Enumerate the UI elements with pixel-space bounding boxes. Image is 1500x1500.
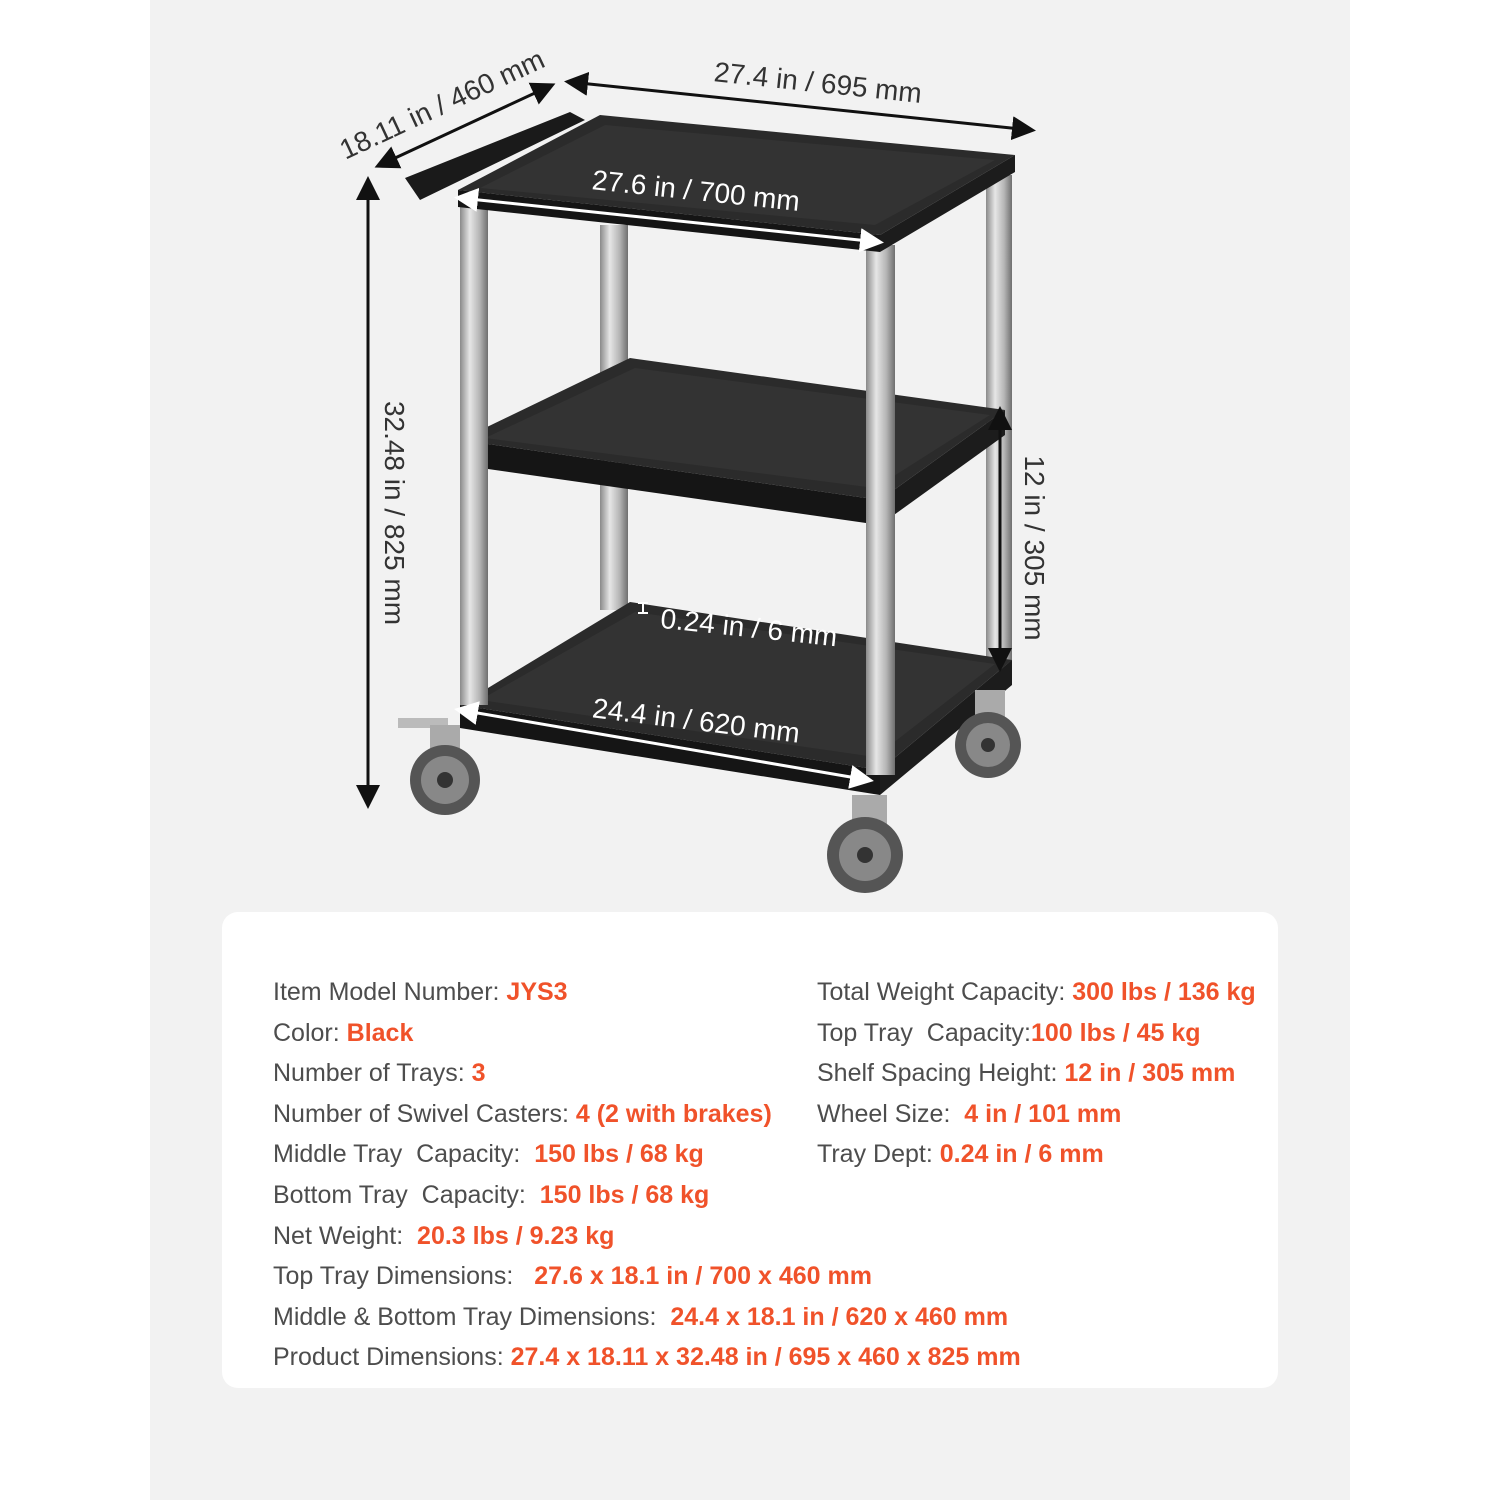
- spec-label: Middle Tray Capacity:: [273, 1140, 535, 1169]
- height-label: 32.48 in / 825 mm: [379, 401, 410, 625]
- spec-label: Number of Trays:: [273, 1059, 472, 1088]
- depth-arrow: [374, 82, 556, 169]
- spec-label: Net Weight:: [273, 1221, 418, 1250]
- spec-value: 4 (2 with brakes): [575, 1099, 772, 1128]
- spec-label: Wheel Size:: [817, 1099, 965, 1128]
- spec-value: Black: [346, 1018, 414, 1047]
- spec-row: Number of Swivel Casters: 4 (2 with brak…: [273, 1099, 772, 1129]
- spec-value: 0.24 in / 6 mm: [939, 1140, 1104, 1169]
- cart-diagram: 18.11 in / 460 mm 27.4 in / 695 mm 27.6 …: [335, 43, 1050, 893]
- spec-row: Net Weight: 20.3 lbs / 9.23 kg: [273, 1221, 614, 1251]
- spec-row: Item Model Number: JYS3: [273, 977, 568, 1007]
- spec-value: 4 in / 101 mm: [964, 1099, 1122, 1128]
- caster-front-left: [398, 718, 480, 815]
- spec-row: Top Tray Capacity:100 lbs / 45 kg: [817, 1018, 1201, 1048]
- spec-value: 20.3 lbs / 9.23 kg: [417, 1221, 615, 1250]
- spec-value: 27.4 x 18.11 x 32.48 in / 695 x 460 x 82…: [510, 1343, 1021, 1372]
- spec-label: Shelf Spacing Height:: [817, 1059, 1065, 1088]
- spec-value: 27.6 x 18.1 in / 700 x 460 mm: [534, 1262, 872, 1291]
- spec-value: 12 in / 305 mm: [1064, 1059, 1236, 1088]
- spec-row: Top Tray Dimensions: 27.6 x 18.1 in / 70…: [273, 1261, 872, 1291]
- spec-value: 24.4 x 18.1 in / 620 x 460 mm: [670, 1302, 1009, 1331]
- spec-value: 150 lbs / 68 kg: [534, 1140, 704, 1169]
- spec-label: Total Weight Capacity:: [817, 978, 1073, 1006]
- post-front-right: [866, 245, 895, 775]
- spec-row: Total Weight Capacity: 300 lbs / 136 kg: [817, 977, 1256, 1007]
- spec-label: Tray Dept:: [817, 1140, 940, 1169]
- spec-label: Bottom Tray Capacity:: [273, 1181, 540, 1209]
- spec-label: Number of Swivel Casters:: [273, 1099, 576, 1128]
- spec-row: Middle & Bottom Tray Dimensions: 24.4 x …: [273, 1302, 1008, 1332]
- post-front-left: [460, 200, 488, 705]
- spec-label: Product Dimensions:: [273, 1343, 511, 1372]
- caster-front-right: [827, 795, 903, 893]
- spec-value: 100 lbs / 45 kg: [1030, 1018, 1201, 1047]
- spec-row: Middle Tray Capacity: 150 lbs / 68 kg: [273, 1139, 704, 1169]
- spec-label: Top Tray Dimensions:: [273, 1262, 535, 1291]
- spec-row: Tray Dept: 0.24 in / 6 mm: [817, 1139, 1104, 1169]
- spec-value: 3: [471, 1059, 486, 1088]
- spec-row: Number of Trays: 3: [273, 1058, 486, 1088]
- spec-value: JYS3: [506, 978, 568, 1006]
- middle-tray: [460, 358, 1005, 525]
- spec-value: 150 lbs / 68 kg: [539, 1181, 710, 1209]
- spec-row: Wheel Size: 4 in / 101 mm: [817, 1099, 1121, 1129]
- tray-depth-marker: [638, 602, 648, 614]
- spec-label: Middle & Bottom Tray Dimensions:: [273, 1302, 671, 1331]
- overall-width-arrow: [564, 71, 1036, 141]
- spec-label: Item Model Number:: [273, 978, 507, 1006]
- spec-label: Top Tray Capacity:: [817, 1018, 1031, 1047]
- spec-row: Color: Black: [273, 1018, 413, 1048]
- spec-row: Bottom Tray Capacity: 150 lbs / 68 kg: [273, 1180, 709, 1210]
- bottom-tray-width-arrow: [454, 701, 874, 789]
- spec-row: Shelf Spacing Height: 12 in / 305 mm: [817, 1058, 1235, 1088]
- spec-label: Color:: [273, 1018, 347, 1047]
- caster-back-right: [955, 690, 1021, 778]
- spec-row: Product Dimensions: 27.4 x 18.11 x 32.48…: [273, 1342, 1021, 1372]
- shelf-spacing-label: 12 in / 305 mm: [1019, 455, 1050, 640]
- top-tray-width-arrow: [454, 187, 884, 253]
- spec-value: 300 lbs / 136 kg: [1072, 978, 1256, 1006]
